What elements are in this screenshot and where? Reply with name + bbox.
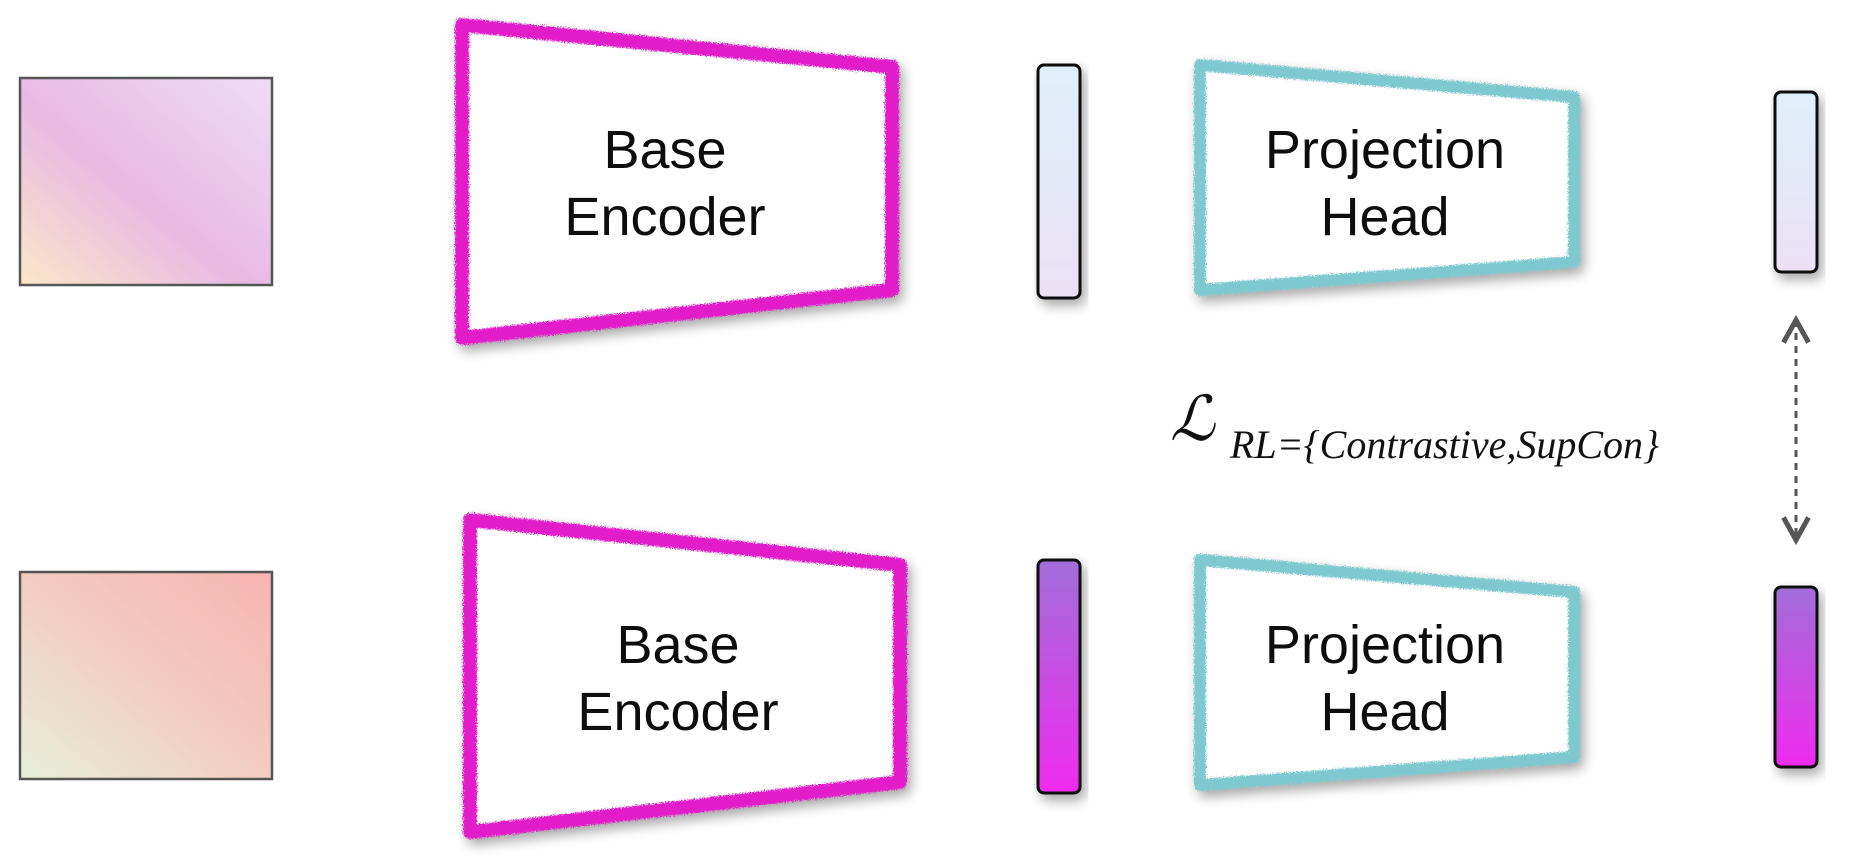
top-base-encoder: Base Encoder [455,18,899,345]
top-representation-vector [1036,63,1082,300]
bottom-head-label-line1: Projection [1265,615,1505,675]
loss-subscript: RL={Contrastive,SupCon} [1229,422,1659,467]
top-encoder-label-line1: Base [603,120,726,180]
top-head-label-line1: Projection [1265,120,1505,180]
top-output-vector [1773,90,1819,274]
bottom-head-label-line2: Head [1320,682,1449,742]
bottom-input-image [18,570,274,781]
loss-symbol: ℒ [1170,386,1216,454]
bottom-encoder-label-line1: Base [616,615,739,675]
bottom-encoder-label-line2: Encoder [577,682,778,742]
top-head-label-line2: Head [1320,187,1449,247]
top-encoder-label-line2: Encoder [564,187,765,247]
bottom-representation-vector [1036,558,1082,795]
top-projection-head: Projection Head [1194,59,1580,296]
bottom-projection-head: Projection Head [1194,554,1580,791]
top-input-image [18,76,274,287]
loss-label: ℒ RL={Contrastive,SupCon} [1170,386,1659,467]
bottom-output-vector [1773,585,1819,769]
bottom-base-encoder: Base Encoder [463,513,907,839]
